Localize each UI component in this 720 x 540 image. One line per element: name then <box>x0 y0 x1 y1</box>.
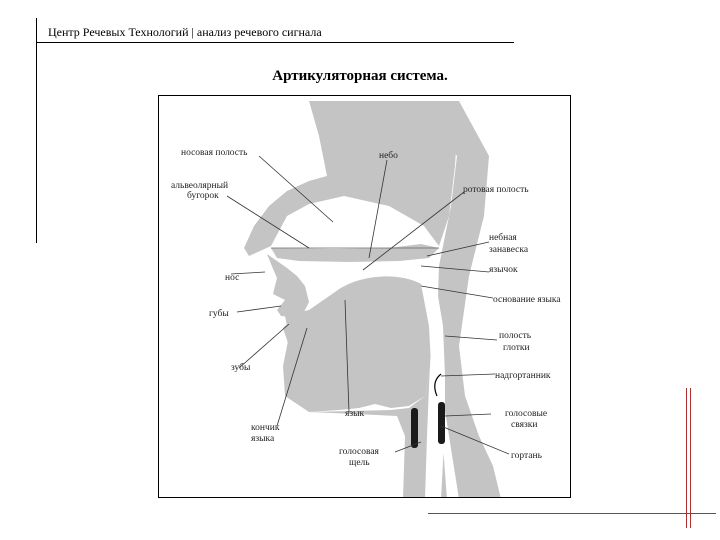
vocal-fold-right <box>438 402 445 444</box>
header-text: Центр Речевых Технологий | анализ речево… <box>48 25 322 39</box>
label-teeth: зубы <box>231 362 251 373</box>
label-tongue: язык <box>345 409 365 419</box>
label-vocal-folds-1: голосовые <box>505 409 547 419</box>
palate-shape <box>271 244 439 262</box>
label-glottis-1: голосовая <box>339 447 380 457</box>
label-uvula: язычок <box>489 265 518 275</box>
corner-accent-vertical-1 <box>686 388 687 528</box>
neck-front-shape <box>309 364 447 497</box>
head-back-shape <box>309 101 501 497</box>
corner-accent-vertical-2 <box>690 388 691 528</box>
label-epiglottis: надгортанник <box>495 371 551 381</box>
label-alveolar-ridge-1: альвеолярный <box>171 180 228 191</box>
lower-lip-shape <box>283 318 309 346</box>
label-palate: небо <box>379 150 398 161</box>
label-lips: губы <box>209 308 229 319</box>
label-glottis-2: щель <box>349 458 370 468</box>
upper-lip-shape <box>267 254 309 318</box>
vocal-fold-left <box>411 408 418 448</box>
label-nasal-cavity: носовая полость <box>181 148 248 158</box>
label-oral-cavity: ротовая полость <box>463 185 529 195</box>
label-nose: нос <box>225 273 239 283</box>
tongue-shape <box>283 276 431 412</box>
label-tongue-tip-1: кончик <box>251 423 280 433</box>
label-pharynx-2: глотки <box>503 343 530 353</box>
label-alveolar-ridge-2: бугорок <box>187 190 219 201</box>
label-tongue-root: основание языка <box>493 295 561 305</box>
label-velum-2: занавеска <box>489 245 529 255</box>
diagram-svg: носовая полость небо альвеолярный бугоро… <box>171 101 561 497</box>
label-pharynx-1: полость <box>499 331 532 341</box>
label-vocal-folds-2: связки <box>511 420 537 430</box>
label-tongue-tip-2: языка <box>251 434 275 444</box>
label-larynx: гортань <box>511 451 543 461</box>
leader-lines <box>226 155 510 455</box>
epiglottis-outline <box>434 373 442 397</box>
corner-accent-horizontal <box>428 513 716 514</box>
label-velum-1: небная <box>489 232 517 243</box>
left-vertical-rule <box>36 18 37 243</box>
vocal-tract-airway <box>421 286 445 497</box>
face-upper-shape <box>244 101 459 256</box>
articulatory-diagram: носовая полость небо альвеолярный бугоро… <box>158 95 571 498</box>
header-underline <box>36 42 514 43</box>
slide-title: Артикуляторная система. <box>272 68 448 84</box>
